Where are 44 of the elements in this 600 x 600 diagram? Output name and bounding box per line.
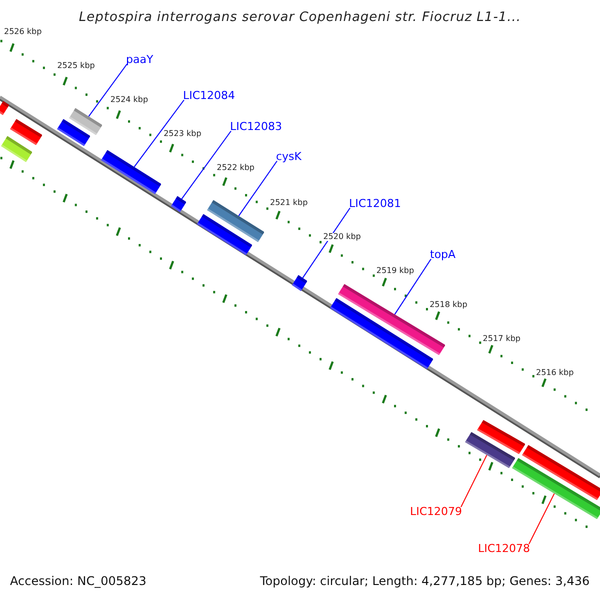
gene-label: LIC12084	[183, 90, 236, 102]
leader-line	[88, 64, 128, 117]
scale-label: 2517 kbp	[482, 334, 520, 344]
gene-feature	[100, 150, 162, 194]
map-title: Leptospira interrogans serovar Copenhageni str. Fiocruz L1-1...	[78, 11, 522, 26]
gene-label: cysK	[276, 151, 302, 164]
leader-line	[238, 160, 278, 216]
gene-label: LIC12081	[349, 198, 402, 210]
gene-feature	[292, 274, 308, 292]
leader-line	[181, 130, 232, 200]
accession-text: Accession: NC_005823	[10, 575, 146, 588]
scale-label: 2523 kbp	[164, 130, 202, 140]
leader-line	[460, 454, 488, 508]
scale-label: 2519 kbp	[376, 266, 414, 276]
scale-label: 2518 kbp	[430, 300, 468, 310]
leader-line	[528, 493, 555, 544]
gene-feature	[512, 458, 600, 520]
scale-label: 2522 kbp	[216, 164, 254, 174]
scale-label: 2525 kbp	[57, 62, 95, 71]
gene-feature	[196, 214, 252, 256]
gene-label: paaY	[126, 54, 154, 66]
gene-feature	[206, 200, 264, 242]
gene-feature	[170, 196, 186, 212]
leader-line	[394, 258, 432, 315]
scale-label: 2520 kbp	[323, 232, 361, 242]
gene-label: LIC12079	[410, 506, 462, 518]
gene-feature	[68, 108, 102, 136]
gene-feature	[0, 136, 32, 162]
gene-feature	[464, 432, 516, 468]
gene-label: LIC12078	[478, 543, 530, 556]
leader-line	[134, 100, 184, 168]
leader-line	[302, 208, 350, 278]
gene-feature	[476, 420, 526, 454]
gene-feature	[522, 444, 600, 500]
summary-text: Topology: circular; Length: 4,277,185 bp; Genes: 3,436	[260, 575, 590, 588]
gene-feature	[0, 100, 10, 116]
scale-label: 2526 kbp	[4, 28, 42, 37]
scale-label: 2516 kbp	[536, 369, 574, 378]
gene-label: topA	[430, 249, 456, 262]
gene-feature	[56, 118, 90, 146]
scale-label: 2524 kbp	[110, 96, 148, 105]
gene-feature	[10, 118, 42, 146]
scale-label: 2521 kbp	[270, 198, 308, 208]
gene-label: LIC12083	[230, 121, 282, 134]
